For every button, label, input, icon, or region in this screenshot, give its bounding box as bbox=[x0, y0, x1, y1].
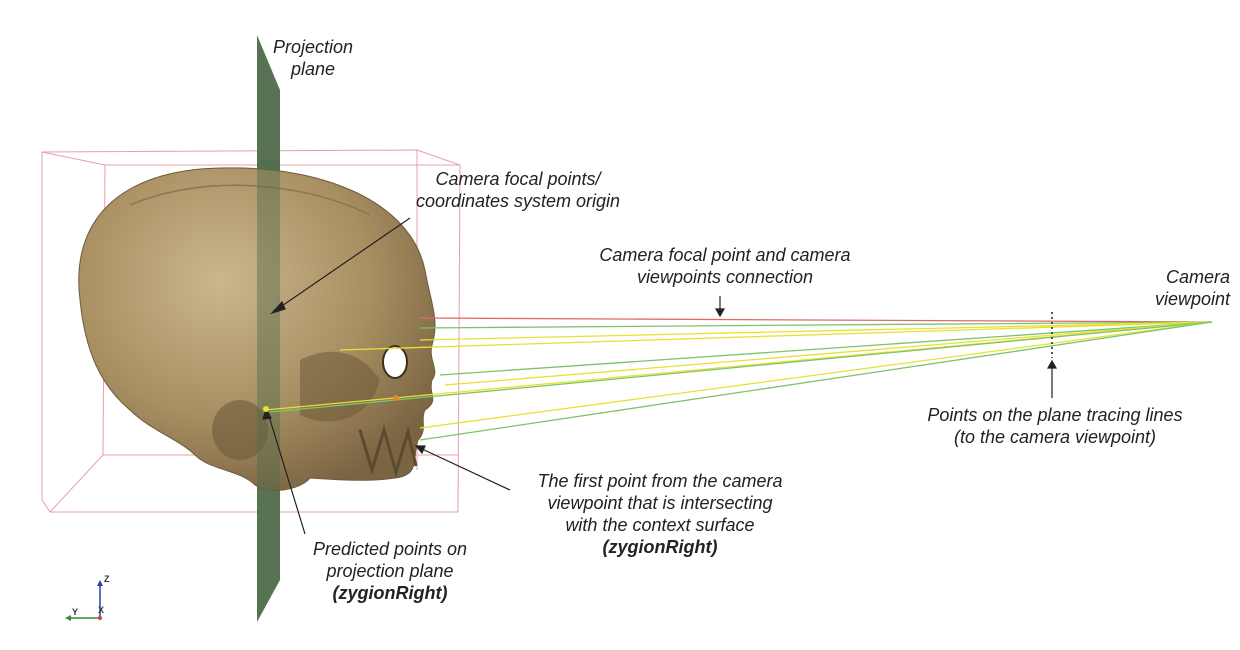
label-line: projection plane bbox=[326, 561, 454, 581]
intersection-point bbox=[393, 395, 399, 401]
label-line: (to the camera viewpoint) bbox=[953, 427, 1157, 447]
label-line: viewpoint bbox=[1154, 289, 1230, 309]
label-line: Camera focal points/ bbox=[435, 169, 601, 189]
label-line: Predicted points on bbox=[312, 539, 468, 559]
label-line: (zygionRight) bbox=[332, 583, 448, 603]
label-line: Points on the plane tracing lines bbox=[927, 405, 1183, 425]
tracing-lines bbox=[264, 317, 1213, 441]
skull-model bbox=[78, 167, 436, 491]
label-line: viewpoints connection bbox=[636, 267, 814, 287]
label-line: Camera focal point and camera bbox=[599, 245, 851, 265]
label-line: (zygionRight) bbox=[602, 537, 718, 557]
label-camera-viewpoint: Camera viewpoint bbox=[1130, 266, 1230, 310]
label-line: Camera bbox=[1165, 267, 1230, 287]
axis-y-label: Y bbox=[72, 607, 79, 617]
label-line: Projection bbox=[272, 37, 354, 57]
axis-gizmo bbox=[65, 580, 103, 621]
annotation-arrows bbox=[262, 217, 1058, 535]
label-line: with the context surface bbox=[565, 515, 755, 535]
label-camera-focal-points: Camera focal points/ coordinates system … bbox=[378, 168, 658, 212]
label-predicted-points: Predicted points on projection plane (zy… bbox=[290, 538, 490, 604]
label-line: The first point from the camera bbox=[537, 471, 783, 491]
label-line: coordinates system origin bbox=[415, 191, 621, 211]
axis-x-label: X bbox=[98, 605, 105, 615]
label-plane-tracing-points: Points on the plane tracing lines (to th… bbox=[895, 404, 1215, 448]
axis-z-label: Z bbox=[104, 574, 110, 584]
label-focal-viewpoint-connection: Camera focal point and camera viewpoints… bbox=[570, 244, 880, 288]
label-line: viewpoint that is intersecting bbox=[547, 493, 773, 513]
label-projection-plane: Projection plane bbox=[258, 36, 368, 80]
projection-plane-front bbox=[257, 160, 280, 490]
predicted-point bbox=[263, 406, 269, 412]
label-first-intersection: The first point from the camera viewpoin… bbox=[505, 470, 815, 558]
label-line: plane bbox=[290, 59, 336, 79]
